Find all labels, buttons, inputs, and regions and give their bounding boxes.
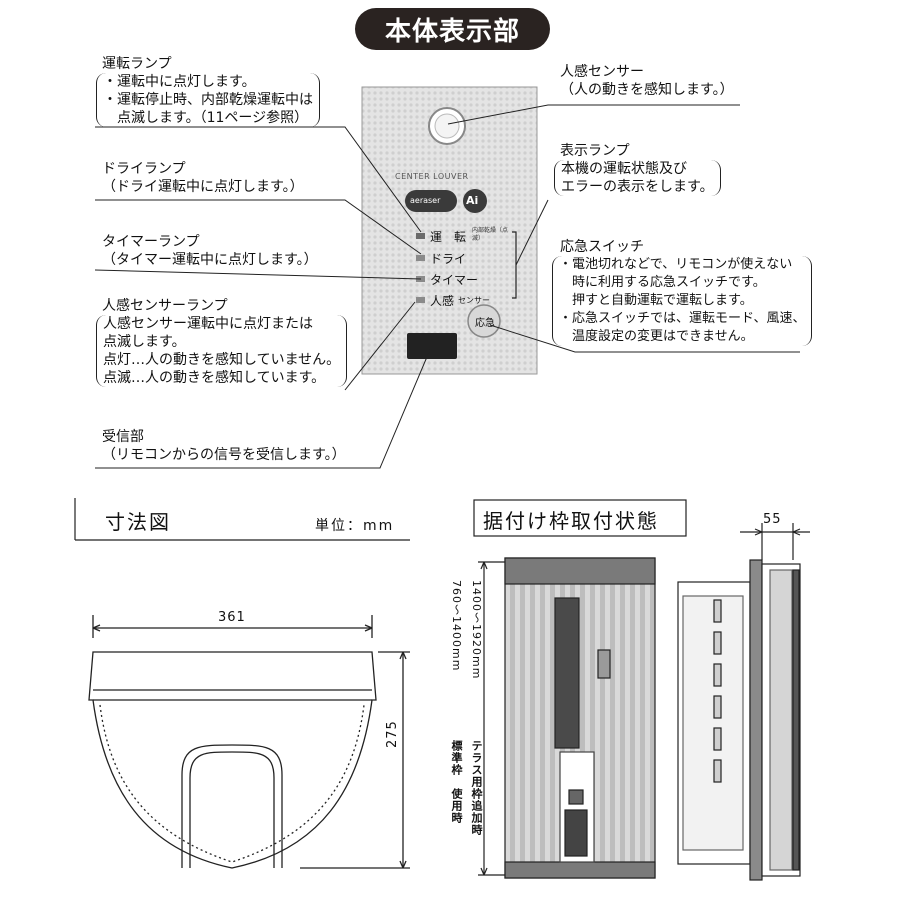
run-lamp-line-2: ・運転停止時、内部乾燥運転中は — [103, 92, 313, 108]
emergency-line-1: ・電池切れなどで、リモコンが使えない — [559, 257, 793, 272]
lamp-label-run: 運 転 — [430, 230, 467, 244]
lamp-label-timer: タイマー — [430, 273, 479, 287]
callout-sensor-lamp: 人感センサーランプ 人感センサー運転中に点灯または 点滅します。 点灯…人の動き… — [96, 297, 348, 387]
label-terrace: テラス用枠追加時 — [470, 740, 483, 836]
human-sensor-line-1: （人の動きを感知します。） — [560, 82, 734, 98]
sensor-lamp-line-3: 点灯…人の動きを感知していません。 — [103, 352, 341, 368]
dry-lamp-led — [416, 255, 425, 261]
timer-lamp-line-1: （タイマー運転中に点灯します。） — [102, 252, 318, 268]
unit-label: 単位：mm — [315, 518, 395, 534]
sensor-lamp-led — [416, 297, 425, 303]
unit-front-drawing — [88, 615, 410, 869]
emergency-button-label[interactable]: 応急 — [475, 318, 495, 329]
callout-emergency-switch: 応急スイッチ ・電池切れなどで、リモコンが使えない 時に利用する応急スイッチです… — [552, 238, 813, 346]
sensor-lamp-line-1: 人感センサー運転中に点灯または — [103, 316, 313, 332]
run-lamp-line-3: 点滅します。（11ページ参照） — [103, 110, 309, 126]
callout-timer-lamp: タイマーランプ （タイマー運転中に点灯します。） — [102, 233, 318, 269]
width-dimension: 361 — [218, 610, 246, 625]
height-dimension: 275 — [385, 720, 400, 748]
installed-front-drawing — [478, 557, 656, 879]
receiver-line-1: （リモコンからの信号を受信します。） — [102, 447, 346, 463]
depth-dimension: 55 — [763, 512, 782, 527]
dry-lamp-title: ドライランプ — [102, 161, 186, 177]
aeraser-logo-badge — [405, 190, 457, 212]
sensor-lamp-title: 人感センサーランプ — [102, 298, 228, 314]
range-standard: 760～1400mm — [450, 580, 463, 672]
callout-run-lamp: 運転ランプ ・運転中に点灯します。 ・運転停止時、内部乾燥運転中は 点滅します。… — [96, 55, 320, 127]
emergency-line-4: ・応急スイッチでは、運転モード、風速、 — [559, 311, 806, 326]
dry-lamp-line-1: （ドライ運転中に点灯します。） — [102, 179, 304, 195]
dimensions-heading: 寸法図 — [105, 510, 171, 534]
lamp-label-sensor: 人感 — [430, 294, 455, 308]
lamp-label-dry: ドライ — [430, 252, 467, 266]
ai-logo-badge — [463, 189, 487, 213]
emergency-line-2: 時に利用する応急スイッチです。 — [559, 275, 766, 290]
lamp-label-sensor-sub: センサー — [458, 296, 490, 305]
lamp-label-run-note: 内部乾燥（点滅） — [472, 227, 509, 242]
emergency-button-ring — [467, 304, 501, 338]
aeraser-logo-text: aeraser — [410, 196, 441, 205]
sensor-lamp-line-4: 点滅…人の動きを感知しています。 — [103, 370, 326, 386]
section-title-display: 本体表示部 — [355, 8, 550, 50]
run-lamp-title: 運転ランプ — [102, 56, 172, 72]
display-lamp-title: 表示ランプ — [560, 143, 630, 159]
callout-display-lamp: 表示ランプ 本機の運転状態及び エラーの表示をします。 — [554, 142, 721, 196]
label-standard: 標準枠 使用時 — [450, 740, 463, 824]
install-heading-frame — [473, 499, 687, 537]
emergency-line-3: 押すと自動運転で運転します。 — [559, 293, 753, 308]
human-sensor-title: 人感センサー — [560, 64, 644, 80]
timer-lamp-title: タイマーランプ — [102, 234, 200, 250]
ai-logo-text: Ai — [466, 194, 479, 207]
range-terrace: 1400～1920mm — [470, 580, 483, 680]
receiver-title: 受信部 — [102, 429, 144, 445]
callout-human-sensor: 人感センサー （人の動きを感知します。） — [560, 63, 734, 99]
run-lamp-line-1: ・運転中に点灯します。 — [103, 74, 256, 90]
install-heading: 据付け枠取付状態 — [483, 509, 659, 533]
sensor-lamp-line-2: 点滅します。 — [103, 334, 186, 350]
installed-side-drawing — [677, 523, 810, 881]
emergency-switch-title: 応急スイッチ — [560, 239, 644, 255]
display-lamp-line-1: 本機の運転状態及び — [561, 161, 687, 177]
callout-receiver: 受信部 （リモコンからの信号を受信します。） — [102, 428, 346, 464]
run-lamp-led — [416, 233, 425, 239]
callout-dry-lamp: ドライランプ （ドライ運転中に点灯します。） — [102, 160, 304, 196]
center-louver-label: CENTER LOUVER — [395, 172, 469, 181]
display-lamp-line-2: エラーの表示をします。 — [561, 179, 714, 195]
emergency-line-5: 温度設定の変更はできません。 — [559, 329, 754, 344]
